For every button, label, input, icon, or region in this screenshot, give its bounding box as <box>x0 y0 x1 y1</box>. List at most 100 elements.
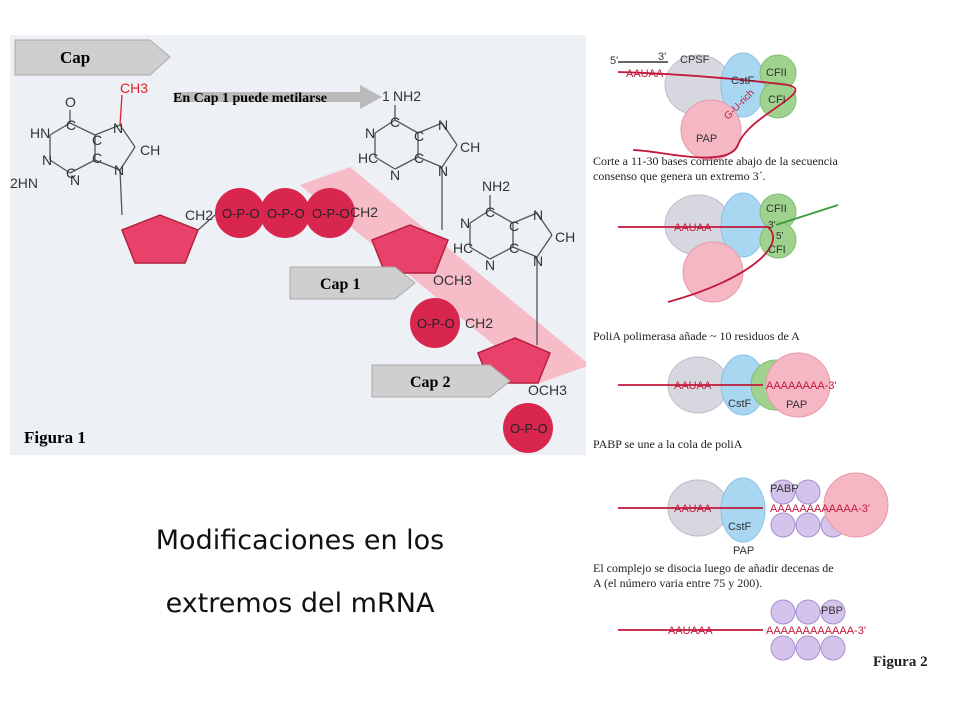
b3-N3: N <box>485 257 495 273</box>
atom-CH3: CH3 <box>120 80 148 96</box>
ribose-1 <box>121 214 199 264</box>
guanine-base <box>49 94 136 216</box>
step1-cfii: CFII <box>766 67 787 79</box>
step2-cleaved: AAUAA CFII CFI 3' 5' <box>618 192 839 303</box>
step4-aauaa: AAUAA <box>674 503 712 515</box>
b3-C1: C <box>485 204 495 220</box>
step3-pap: PAP <box>786 399 807 411</box>
step5-released: AAUAAA PBP AAAAAAAAAAAA-3' <box>618 599 866 661</box>
b2-CH: CH <box>460 139 480 155</box>
step3-cstf: CstF <box>728 398 752 410</box>
b3-N4: N <box>533 253 543 269</box>
step5-aauaaa: AAUAAA <box>668 625 713 637</box>
atom-CH2-1: CH2 <box>185 207 213 223</box>
step3-polymerase: AAUAA CstF AAAAAAAA-3' PAP <box>618 352 837 418</box>
text4-line2: A (el número varia entre 75 y 200). <box>593 576 762 590</box>
atom-C2: C <box>92 132 102 148</box>
atom-N3: N <box>114 162 124 178</box>
step1-3prime: 3' <box>658 51 666 63</box>
step1-cstf: CstF <box>731 75 755 87</box>
chain-CH2-b: CH2 <box>465 315 493 331</box>
chain-OCH3-b: OCH3 <box>528 382 567 398</box>
figure2-label: Figura 2 <box>873 654 928 670</box>
cap-arrow <box>14 39 171 76</box>
chain-OCH3-a: OCH3 <box>433 272 472 288</box>
b3-NH2: NH2 <box>482 178 510 194</box>
step2-3prime: 3' <box>768 220 776 231</box>
b3-HC: HC <box>453 240 473 256</box>
atom-C1: C <box>66 117 76 133</box>
b2-C1: C <box>390 114 400 130</box>
atom-2HN: 2HN <box>10 175 38 191</box>
step5-tail: AAAAAAAAAAAA-3' <box>766 625 866 637</box>
figure1-label: Figura 1 <box>24 428 86 447</box>
phosphate-1: O-P-O <box>222 206 260 221</box>
caption-line2: extremos del mRNA <box>165 588 435 619</box>
b2-HC: HC <box>358 150 378 166</box>
step2-cfi: CFI <box>768 244 786 256</box>
phosphate-2: O-P-O <box>267 206 305 221</box>
b3-C3: C <box>509 240 519 256</box>
text2: PoliA polimerasa añade ~ 10 residuos de … <box>593 329 800 343</box>
b2-label-1: 1 <box>382 88 390 104</box>
cap2-label: Cap 2 <box>410 374 450 391</box>
step4-cstf: CstF <box>728 521 752 533</box>
cap1-arrow <box>289 266 416 300</box>
step1-5prime: 5' <box>610 55 618 67</box>
figure1-cap-structure: Cap En Cap 1 puede metilarse O CH3 HN N … <box>10 35 586 455</box>
adenine-base-2 <box>469 195 553 345</box>
phosphate-5: O-P-O <box>510 421 548 436</box>
step1-pap: PAP <box>696 133 717 145</box>
step2-cfii: CFII <box>766 203 787 215</box>
step4-pap: PAP <box>733 545 754 557</box>
step4-pabp-binding: AAUAA PABP CstF PAP AAAAAAAAAAAA-3' <box>618 472 889 557</box>
b2-NH2: NH2 <box>393 88 421 104</box>
caption-line1: Modificaciones en los <box>155 525 445 556</box>
b2-N3: N <box>390 167 400 183</box>
atom-N2: N <box>113 120 123 136</box>
b2-N4: N <box>438 163 448 179</box>
text1-line1: Corte a 11-30 bases corriente abajo de l… <box>593 154 838 168</box>
step4-pabp: PABP <box>770 483 799 495</box>
b3-N1: N <box>460 215 470 231</box>
atom-N4: N <box>70 172 80 188</box>
text3: PABP se une a la cola de poliA <box>593 437 743 451</box>
b3-C2: C <box>509 218 519 234</box>
text1-line2: consenso que genera un extremo 3´. <box>593 169 766 183</box>
step1-aauaa: AAUAA <box>626 68 664 80</box>
step2-aauaa: AAUAA <box>674 222 712 234</box>
cap-highlight-band <box>300 167 586 383</box>
b3-CH: CH <box>555 229 575 245</box>
triphosphate-bridge <box>215 188 355 238</box>
step1-cpsf: CPSF <box>680 54 710 66</box>
methyl-note: En Cap 1 puede metilarse <box>173 91 327 106</box>
cap-label: Cap <box>60 48 90 67</box>
figure2-polyadenylation: 5' 3' CPSF CstF CFII CFI AAUAA G-U-rich … <box>588 40 948 680</box>
b3-N2: N <box>533 207 543 223</box>
step3-tail: AAAAAAAA-3' <box>766 380 837 392</box>
step4-tail: AAAAAAAAAAAA-3' <box>770 503 870 515</box>
chain-CH2-a: CH2 <box>350 204 378 220</box>
adenine-base-1 <box>374 105 458 230</box>
cap1-label: Cap 1 <box>320 276 360 293</box>
step3-aauaa: AAUAA <box>674 380 712 392</box>
text4-line1: El complejo se disocia luego de añadir d… <box>593 561 834 575</box>
b2-C2: C <box>414 128 424 144</box>
cap2-arrow <box>371 364 511 398</box>
b2-N1: N <box>365 125 375 141</box>
atom-N1: N <box>42 152 52 168</box>
step1-cleavage-complex: 5' 3' CPSF CstF CFII CFI AAUAA G-U-rich … <box>610 51 797 161</box>
b2-N2: N <box>438 117 448 133</box>
atom-C4: C <box>92 150 102 166</box>
phosphate-3: O-P-O <box>312 206 350 221</box>
step2-5prime: 5' <box>776 231 784 242</box>
b2-C3: C <box>414 150 424 166</box>
atom-O: O <box>65 94 76 110</box>
atom-C3: C <box>66 165 76 181</box>
step5-pbp: PBP <box>821 605 843 617</box>
phosphate-4: O-P-O <box>417 316 455 331</box>
step1-cfi: CFI <box>768 94 786 106</box>
atom-CH: CH <box>140 142 160 158</box>
atom-HN: HN <box>30 125 50 141</box>
phosphate-circle-4 <box>410 298 460 348</box>
